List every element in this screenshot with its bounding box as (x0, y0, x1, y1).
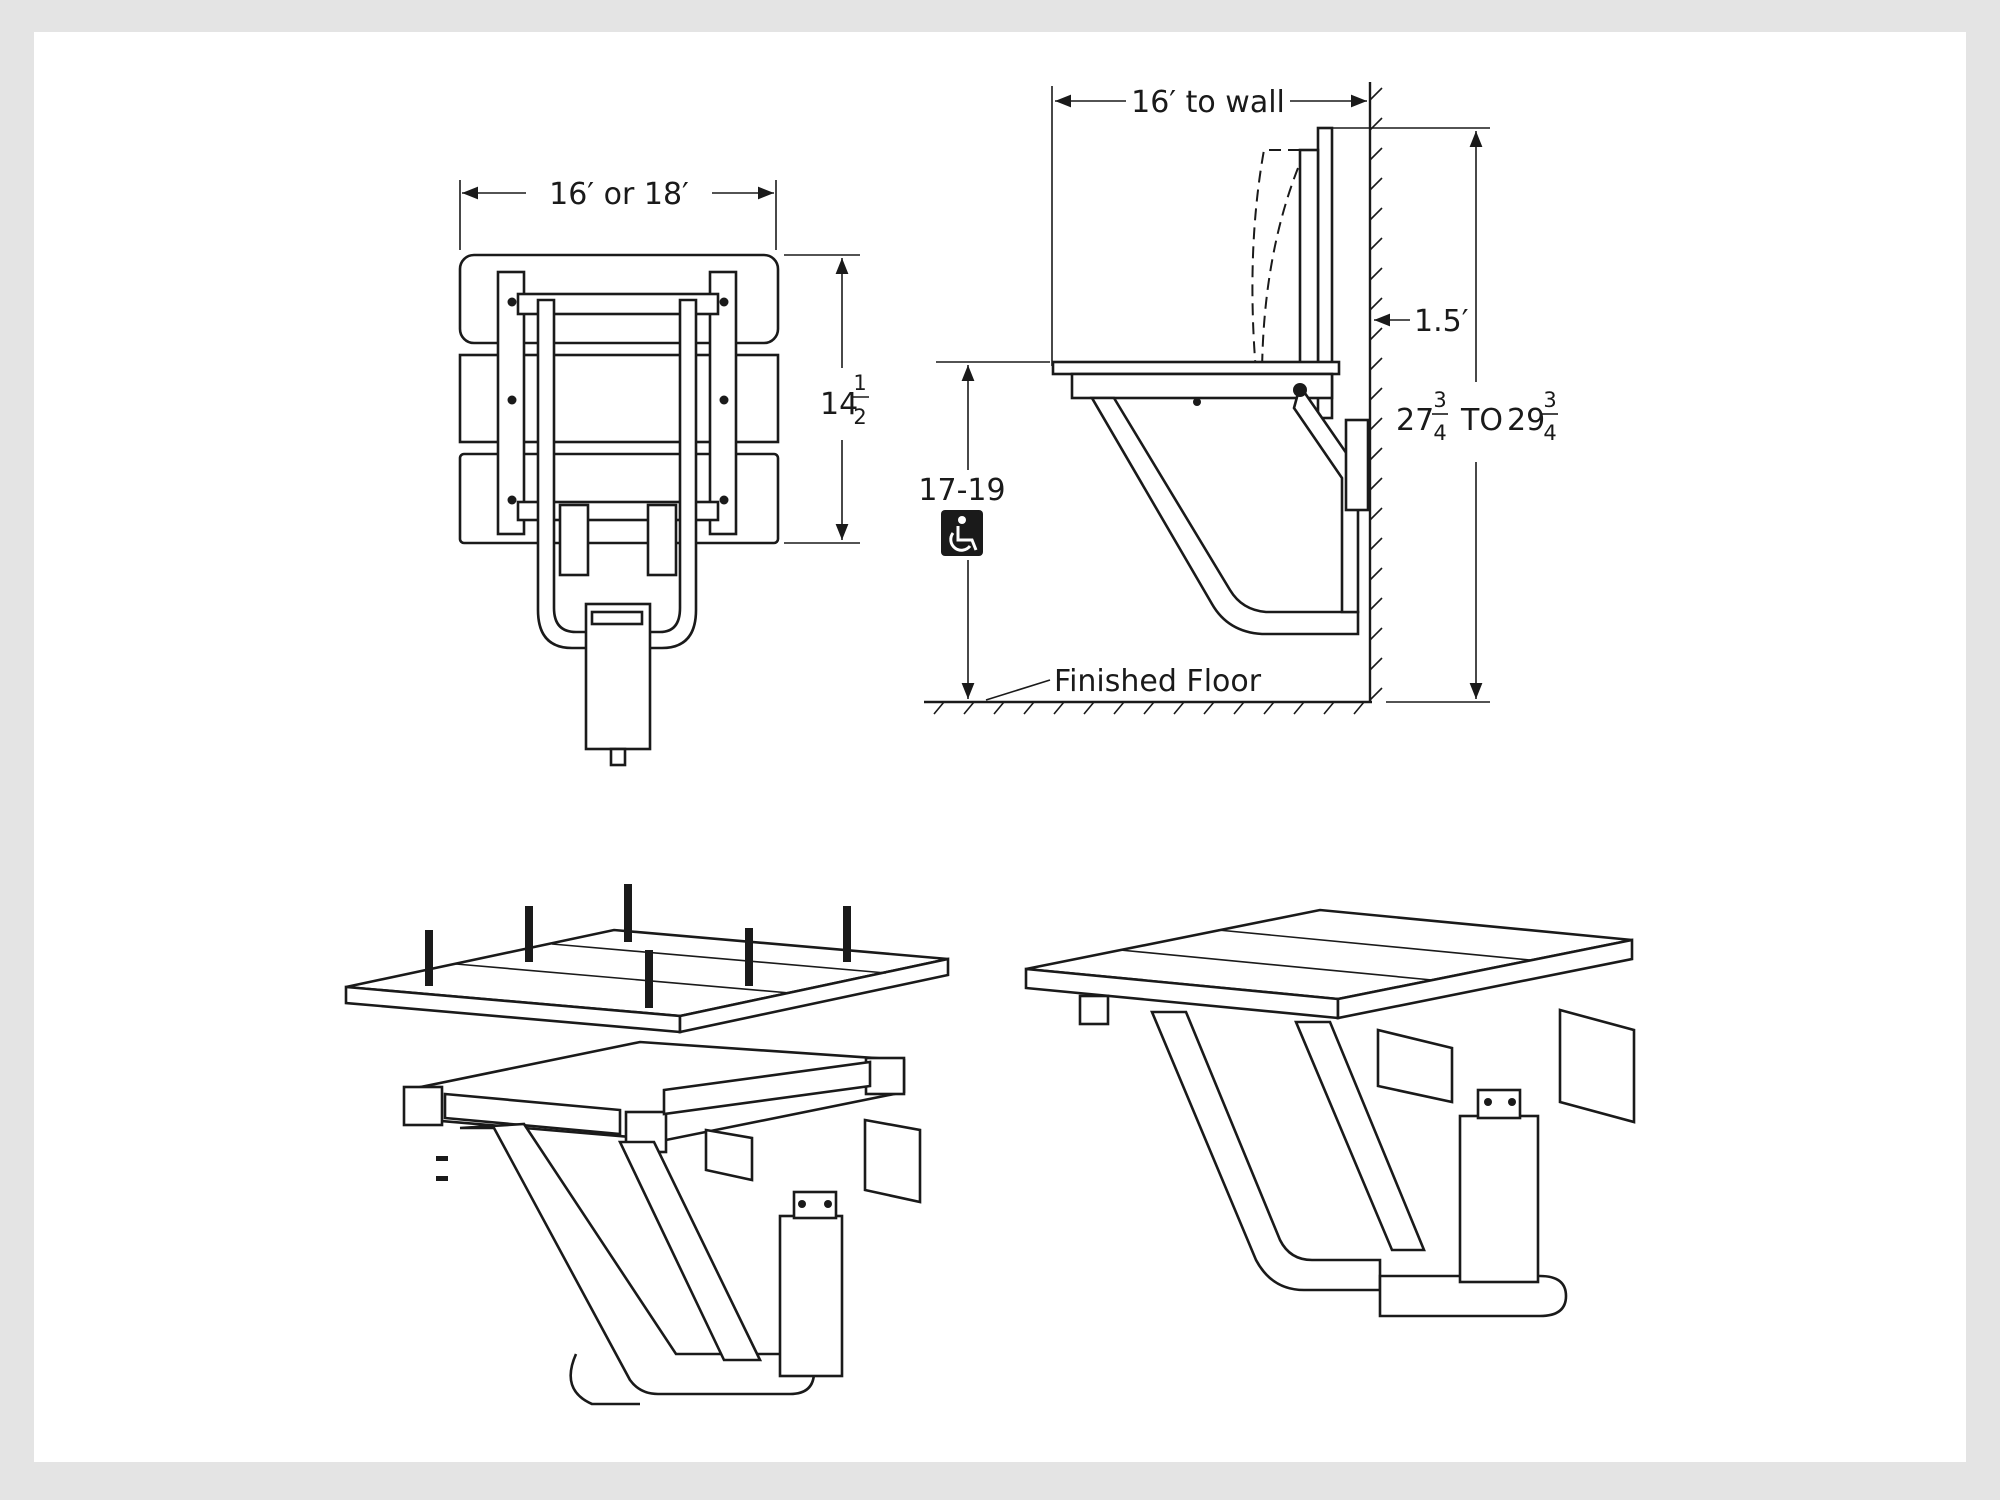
support-leg-rear (617, 1140, 763, 1362)
seat-side-edge-assembled (1336, 938, 1634, 1020)
wall-bracket-side (1298, 148, 1320, 388)
hinge-block-right (646, 503, 678, 577)
support-leg-assembled-rear (1294, 1020, 1426, 1252)
frame-end-cap-left (402, 1085, 444, 1127)
wall-bracket-plate (590, 610, 644, 626)
wall-bracket-foot (609, 747, 627, 767)
front-view: 16′ or 18′ 14 1 2 (458, 177, 869, 767)
frame-end-cap-back (864, 1056, 906, 1096)
total-height-to-den: 4 (1543, 421, 1556, 445)
wall-bracket-iso (778, 1214, 844, 1378)
assembled-isometric-view (1024, 908, 1636, 1318)
hinge-plate-assembled (1376, 1028, 1454, 1104)
side-view: 16′ to wall 1.5′ 17-19 (918, 82, 1558, 715)
slat-gap (455, 963, 791, 994)
total-height-from-num: 3 (1433, 388, 1446, 412)
folded-seat-outline (1251, 149, 1301, 373)
screws (425, 884, 851, 1008)
pivot-pin (1293, 383, 1307, 397)
hinge-plate-assembled-right (1558, 1008, 1636, 1124)
drawing-sheet (34, 32, 1966, 1462)
hinge-block-left (558, 503, 590, 577)
frame-end-cap-assembled (1078, 994, 1110, 1026)
support-tube (536, 298, 698, 650)
wall-mount-block (1344, 418, 1370, 512)
bolt (1193, 398, 1201, 406)
wall-hatching (1369, 87, 1383, 701)
bolt (719, 495, 729, 505)
loose-screw (436, 1176, 448, 1181)
floor-leader (985, 679, 1051, 701)
bolt (1508, 1098, 1516, 1106)
floor-hatching (933, 701, 1365, 715)
bolt (507, 495, 517, 505)
seat-side-edge (678, 957, 950, 1034)
bolt (824, 1200, 832, 1208)
bolt (719, 297, 729, 307)
leg-curve (569, 1353, 640, 1406)
bolt (719, 395, 729, 405)
floor-label: Finished Floor (1054, 664, 1262, 699)
depth-numerator: 1 (853, 371, 866, 395)
seat-frame (1070, 372, 1334, 400)
to-wall-label: 16′ to wall (1131, 85, 1285, 120)
slat-gap (1217, 929, 1531, 961)
width-label: 16′ or 18′ (549, 177, 689, 212)
folded-leg-outline (1261, 167, 1299, 381)
hinge-plate (863, 1118, 922, 1204)
hinge-plate-small (704, 1128, 754, 1182)
slat-gap (1119, 949, 1433, 981)
wall-bracket-assembled (1458, 1114, 1540, 1284)
slat-gap (551, 943, 887, 974)
wall-bracket (584, 602, 652, 751)
wheelchair-accessibility-icon (941, 510, 983, 556)
loose-screw (436, 1156, 448, 1161)
total-height-from-whole: 27 (1396, 403, 1434, 438)
bolt (798, 1200, 806, 1208)
frame-tube-side (662, 1060, 872, 1116)
total-height-to-num: 3 (1543, 388, 1556, 412)
leg-crossbar-assembled (1378, 1274, 1568, 1318)
depth-whole: 14 (820, 387, 858, 422)
depth-denominator: 2 (853, 405, 866, 429)
bolt (507, 297, 517, 307)
total-height-to-whole: 29 (1507, 403, 1545, 438)
total-height-to-word: TO (1460, 403, 1503, 438)
bolt (507, 395, 517, 405)
frame-crossbar-top (516, 292, 720, 316)
bolt (1484, 1098, 1492, 1106)
total-height-from-den: 4 (1433, 421, 1446, 445)
seat-top (1051, 360, 1341, 376)
seat-height-label: 17-19 (918, 473, 1005, 508)
exploded-isometric-view (344, 884, 950, 1406)
wall-gap-label: 1.5′ (1414, 304, 1469, 339)
frame-tube-front (443, 1092, 622, 1136)
support-leg-assembled-front (1150, 1010, 1382, 1292)
